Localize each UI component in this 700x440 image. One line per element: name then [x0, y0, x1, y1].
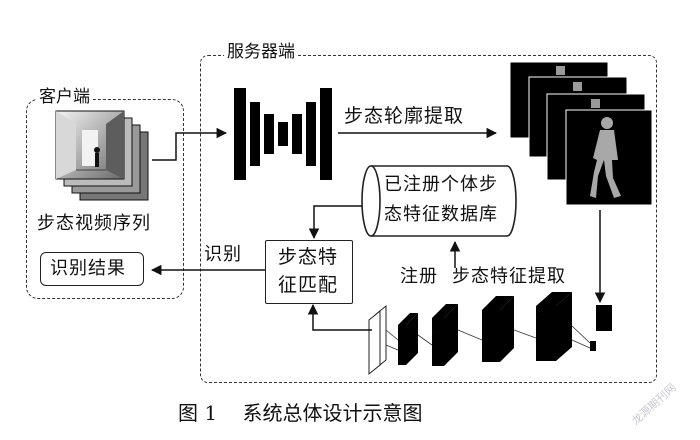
recognition-result-box: 识别结果 — [40, 252, 144, 286]
recognize-edge-label: 识别 — [204, 244, 242, 265]
registered-db-label-line2: 态特征数据库 — [384, 204, 498, 225]
silhouette-network-icon — [234, 88, 332, 180]
server-group-label: 服务器端 — [224, 44, 298, 61]
corridor-frame — [55, 110, 125, 180]
output-feature-block — [596, 305, 612, 331]
register-edge-label: 注册 — [400, 266, 438, 287]
feature-matching-label-line1: 步态特 — [278, 246, 339, 268]
feature-matching-label-line2: 征匹配 — [278, 274, 339, 296]
gait-video-frames — [55, 110, 149, 201]
server-group-border — [200, 55, 657, 383]
client-group-border — [26, 99, 184, 299]
silhouette-frames — [509, 61, 653, 206]
feature-extraction-network — [368, 292, 612, 376]
feature-extraction-label: 步态特征提取 — [452, 266, 566, 287]
silhouette-heads — [556, 66, 600, 108]
feature-matching-box: 步态特 征匹配 — [265, 240, 353, 304]
arrows — [150, 127, 606, 331]
client-group-label: 客户端 — [36, 89, 93, 106]
gait-database-cylinder — [361, 165, 517, 237]
recognition-result-label: 识别结果 — [50, 258, 126, 279]
registered-db-label-line1: 已注册个体步 — [384, 174, 498, 195]
silhouette-figure — [590, 117, 621, 198]
arrow-client-to-server — [152, 127, 228, 161]
arrow-db-to-matching — [308, 205, 362, 240]
figure-caption: 图 1 系统总体设计示意图 — [178, 401, 423, 425]
arrow-features-to-matching — [307, 303, 372, 331]
gait-video-sequence-label: 步态视频序列 — [37, 213, 151, 234]
silhouette-extraction-label: 步态轮廓提取 — [344, 105, 465, 127]
conv-block — [398, 292, 596, 366]
